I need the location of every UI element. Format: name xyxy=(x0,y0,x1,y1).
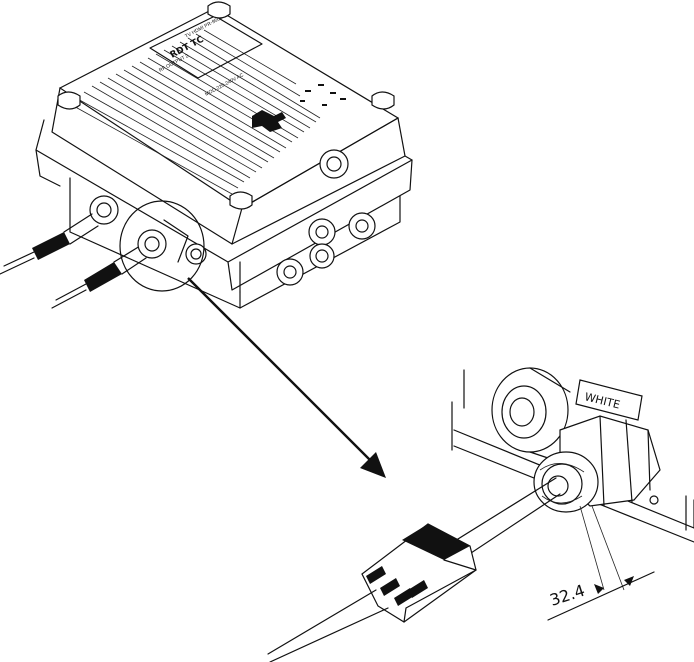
ethernet-cable-upper xyxy=(0,214,98,274)
adjacent-port xyxy=(492,368,568,452)
dimension-marker: 32.4 xyxy=(547,506,654,620)
highlighted-connector xyxy=(138,220,188,262)
amplifier-housing: RDT TC TV HDMI PR-9500T RF OUTPUT 2 MOD … xyxy=(36,2,412,308)
callout-arrow xyxy=(188,278,386,478)
detail-view: WHITE xyxy=(268,368,694,662)
